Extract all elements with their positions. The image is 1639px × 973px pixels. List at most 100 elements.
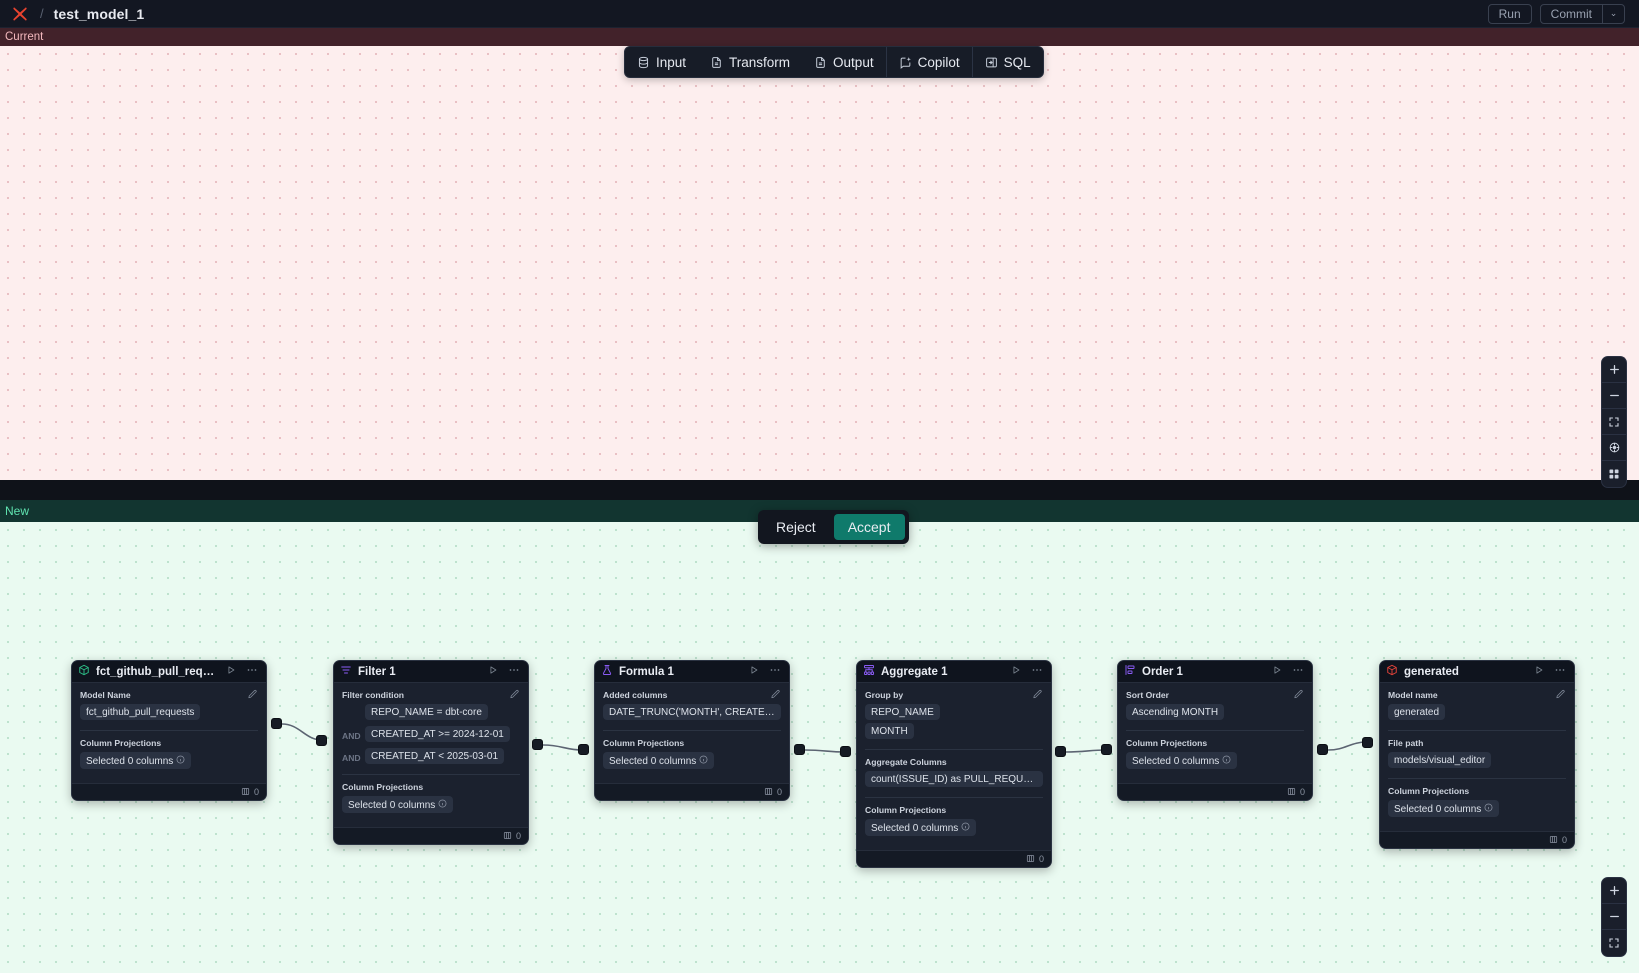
ellipsis-icon[interactable] — [767, 664, 783, 679]
zoom-out-button[interactable] — [1602, 383, 1626, 409]
play-icon[interactable] — [224, 665, 238, 678]
ellipsis-icon[interactable] — [244, 664, 260, 679]
row-count: 0 — [515, 831, 521, 841]
node-header[interactable]: fct_github_pull_requests — [72, 661, 266, 683]
zoom-in-button[interactable] — [1602, 357, 1626, 383]
edge-port — [316, 735, 327, 746]
node-header[interactable]: Order 1 — [1118, 661, 1312, 683]
zoom-controls-current — [1601, 356, 1627, 488]
value-pill[interactable]: fct_github_pull_requests — [80, 704, 201, 720]
value-pill[interactable]: REPO_NAME — [865, 704, 940, 720]
value-pill[interactable]: Selected 0 columns — [1126, 752, 1238, 769]
sparkle-chat-icon — [899, 56, 912, 69]
edge-port — [794, 744, 805, 755]
node-section-label: Column Projections — [865, 805, 947, 815]
info-icon[interactable] — [176, 755, 185, 766]
info-icon[interactable] — [438, 799, 447, 810]
zoom-out-button[interactable] — [1602, 904, 1626, 930]
commit-button-group[interactable]: Commit ⌄ — [1539, 3, 1625, 24]
graph-node-fct-github-pull-requests[interactable]: fct_github_pull_requestsModel Namefct_gi… — [71, 660, 267, 801]
value-pill[interactable]: Selected 0 columns — [1388, 800, 1500, 817]
node-header[interactable]: Aggregate 1 — [857, 661, 1051, 683]
play-icon[interactable] — [486, 665, 500, 678]
toolbar-item-output[interactable]: Output — [802, 47, 886, 77]
breadcrumb-separator: / — [40, 6, 44, 21]
value-pill[interactable]: models/visual_editor — [1388, 752, 1492, 768]
filter-condition-row[interactable]: REPO_NAME = dbt-core — [342, 704, 520, 723]
page-title: test_model_1 — [53, 5, 145, 22]
ellipsis-icon[interactable] — [1552, 664, 1568, 679]
ellipsis-icon[interactable] — [506, 664, 522, 679]
edit-pencil-icon[interactable] — [509, 689, 520, 703]
edit-pencil-icon[interactable] — [1555, 689, 1566, 703]
node-header[interactable]: generated — [1380, 661, 1574, 683]
condition-pill[interactable]: REPO_NAME = dbt-core — [365, 704, 488, 720]
info-icon[interactable] — [699, 755, 708, 766]
ellipsis-icon[interactable] — [1029, 664, 1045, 679]
info-icon[interactable] — [1484, 803, 1493, 814]
reject-button[interactable]: Reject — [776, 519, 816, 535]
value-pill[interactable]: DATE_TRUNC('MONTH', CREATED_AT... — [603, 704, 781, 720]
app-bar-actions: Run Commit ⌄ — [1487, 3, 1629, 24]
zoom-in-button[interactable] — [1602, 878, 1626, 904]
grid-icon[interactable] — [1602, 461, 1626, 487]
edit-pencil-icon[interactable] — [770, 689, 781, 703]
accept-button[interactable]: Accept — [833, 514, 905, 540]
commit-button[interactable]: Commit — [1550, 6, 1592, 21]
edit-pencil-icon[interactable] — [247, 689, 258, 703]
value-pill[interactable]: Selected 0 columns — [80, 752, 192, 769]
info-icon[interactable] — [961, 822, 970, 833]
toolbar-item-label: Input — [656, 54, 687, 70]
rows-icon — [764, 787, 773, 798]
edit-pencil-icon[interactable] — [1293, 689, 1304, 703]
toolbar-item-sql[interactable]: SQL — [971, 47, 1043, 77]
condition-pill[interactable]: CREATED_AT >= 2024-12-01 — [365, 726, 510, 742]
node-section-label: Added columns — [603, 690, 668, 700]
rows-icon — [503, 831, 512, 842]
play-icon[interactable] — [1532, 665, 1546, 678]
toolbar-item-copilot[interactable]: Copilot — [885, 47, 972, 77]
toolbar-item-input[interactable]: Input — [625, 47, 698, 77]
fit-screen-icon[interactable] — [1602, 930, 1626, 956]
value-pill[interactable]: Selected 0 columns — [865, 819, 977, 836]
value-pill[interactable]: MONTH — [865, 723, 914, 739]
toolbar-item-label: Copilot — [917, 54, 960, 70]
center-target-icon[interactable] — [1602, 435, 1626, 461]
node-header[interactable]: Formula 1 — [595, 661, 789, 683]
edge-port — [1055, 746, 1066, 757]
value-pill[interactable]: count(ISSUE_ID) as PULL_REQUEST_... — [865, 771, 1043, 787]
info-icon[interactable] — [1222, 755, 1231, 766]
cube-icon — [78, 663, 90, 681]
edit-pencil-icon[interactable] — [1032, 689, 1043, 703]
x-logo-icon[interactable] — [10, 4, 30, 24]
toolbar-item-transform[interactable]: Transform — [698, 47, 802, 77]
fit-screen-icon[interactable] — [1602, 409, 1626, 435]
play-icon[interactable] — [1270, 665, 1284, 678]
condition-pill[interactable]: CREATED_AT < 2025-03-01 — [365, 748, 505, 764]
value-pill[interactable]: Ascending MONTH — [1126, 704, 1225, 720]
play-icon[interactable] — [747, 665, 761, 678]
play-icon[interactable] — [1009, 665, 1023, 678]
chevron-down-icon[interactable]: ⌄ — [1602, 4, 1624, 23]
ellipsis-icon[interactable] — [1290, 664, 1306, 679]
node-title: fct_github_pull_requests — [96, 665, 218, 678]
value-pill[interactable]: Selected 0 columns — [603, 752, 715, 769]
value-pill[interactable]: generated — [1388, 704, 1446, 720]
node-header[interactable]: Filter 1 — [334, 661, 528, 683]
app-bar: / test_model_1 Run Commit ⌄ — [0, 0, 1639, 28]
value-pill[interactable]: Selected 0 columns — [342, 796, 454, 813]
run-button[interactable]: Run — [1487, 3, 1532, 24]
